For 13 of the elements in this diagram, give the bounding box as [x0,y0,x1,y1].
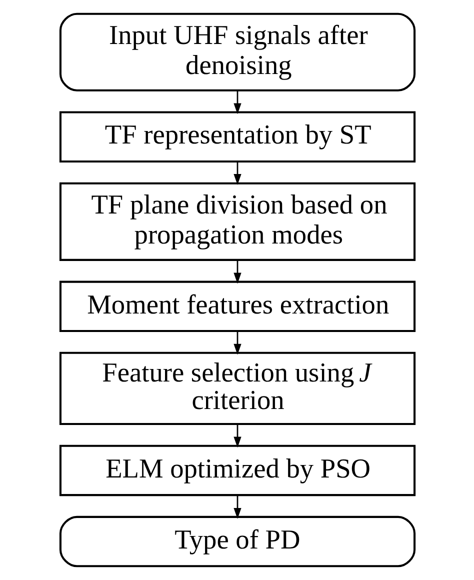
node-box: Moment features extraction [58,280,416,332]
node-box: Input UHF signals after denoising [58,12,416,92]
arrow [233,90,241,114]
arrow [233,495,241,519]
arrow [233,260,241,284]
arrow [233,424,241,448]
arrow [233,162,241,185]
node-box: TF plane division based on propagation modes [58,182,416,261]
node-box: ELM optimized by PSO [58,444,416,496]
arrow [233,331,241,355]
node-box: Feature selection using J criterion [58,352,416,425]
node-box: Type of PD [58,516,416,568]
node-box: TF representation by ST [58,111,416,163]
